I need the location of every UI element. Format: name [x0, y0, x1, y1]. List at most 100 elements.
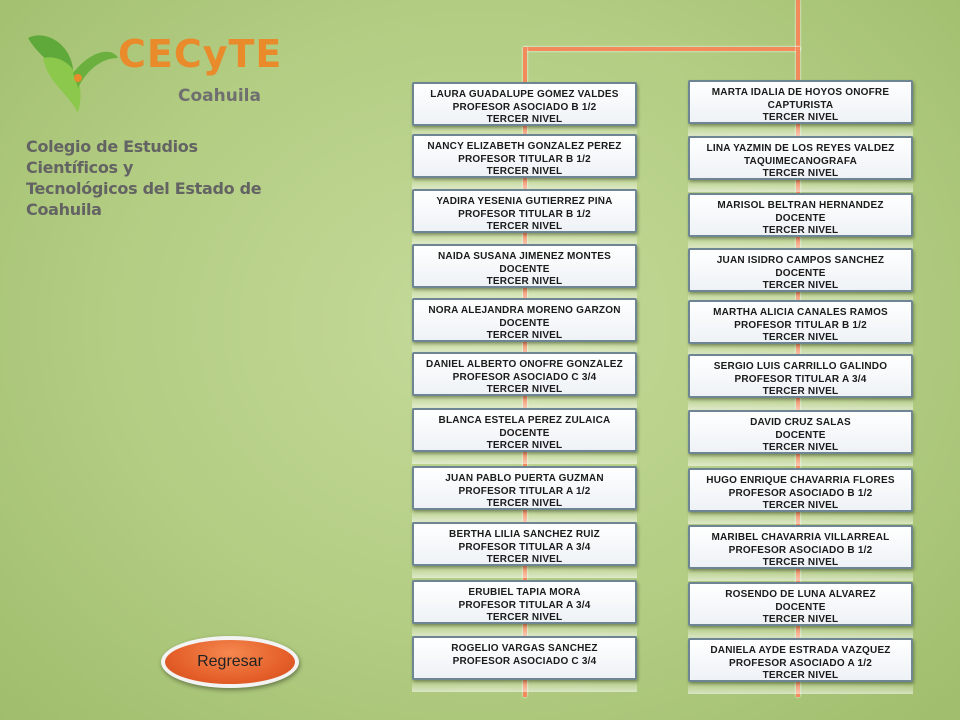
staff-level: TERCER NIVEL	[762, 670, 839, 681]
main-connector-vertical	[796, 0, 800, 50]
card-reflection	[688, 180, 913, 192]
staff-name: BLANCA ESTELA PÉREZ ZULAICA	[438, 415, 611, 426]
staff-level: TERCER NIVEL	[486, 114, 563, 125]
staff-title: DOCENTE	[499, 317, 550, 329]
staff-name: ERUBIEL TAPIA MORA	[468, 587, 581, 598]
staff-name: DANIELA AYDE ESTRADA VÁZQUEZ	[710, 645, 891, 656]
staff-name: MARISOL BELTRAN HERNÁNDEZ	[717, 200, 884, 211]
staff-name: LAURA GUADALUPE GÓMEZ VALDÉS	[430, 89, 619, 100]
card-reflection	[688, 569, 913, 581]
card-reflection	[412, 396, 637, 408]
staff-name: ROSENDO DE LUNA ÁLVAREZ	[725, 589, 876, 600]
staff-level: TERCER NIVEL	[762, 386, 839, 397]
staff-title: PROFESOR ASOCIADO C 3/4	[452, 371, 597, 383]
staff-title: PROFESOR ASOCIADO B 1/2	[728, 544, 873, 556]
staff-title: PROFESOR TITULAR A 1/2	[458, 485, 591, 497]
staff-title: PROFESOR TITULAR B 1/2	[458, 153, 591, 165]
staff-title: DOCENTE	[775, 429, 826, 441]
card-reflection	[688, 682, 913, 694]
card-reflection	[412, 680, 637, 692]
staff-level: TERCER NIVEL	[486, 384, 563, 395]
staff-name: NANCY ELIZABETH GONZÁLEZ PÉREZ	[427, 141, 622, 152]
card-reflection	[688, 626, 913, 638]
staff-title: DOCENTE	[499, 263, 550, 275]
staff-level: TERCER NIVEL	[486, 166, 563, 177]
staff-level: TERCER NIVEL	[486, 276, 563, 287]
staff-title: PROFESOR TITULAR B 1/2	[734, 319, 867, 331]
staff-level: TERCER NIVEL	[486, 330, 563, 341]
staff-level: TERCER NIVEL	[486, 440, 563, 451]
card-reflection	[412, 510, 637, 522]
card-reflection	[688, 454, 913, 466]
staff-title: CAPTURISTA	[767, 99, 834, 111]
staff-title: DOCENTE	[775, 601, 826, 613]
institution-line-2: Tecnológicos del Estado de Coahuila	[26, 179, 262, 219]
staff-name: BERTHA LILIA SÁNCHEZ RUÍZ	[449, 529, 600, 540]
staff-title: PROFESOR ASOCIADO B 1/2	[728, 487, 873, 499]
brand-sub: Coahuila	[178, 86, 261, 106]
staff-name: ROGELIO VARGAS SÁNCHEZ	[451, 643, 598, 654]
card-reflection	[412, 624, 637, 636]
card-reflection	[688, 512, 913, 524]
staff-title: PROFESOR TITULAR A 3/4	[458, 599, 591, 611]
staff-title: DOCENTE	[499, 427, 550, 439]
card-reflection	[412, 452, 637, 464]
main-connector-horizontal	[524, 47, 800, 51]
staff-name: LINA YAZMIN DE LOS REYES VALDEZ	[706, 143, 895, 154]
institution-name: Colegio de Estudios Científicos y Tecnol…	[26, 136, 271, 220]
staff-level: TERCER NIVEL	[486, 612, 563, 623]
cecyte-logo: CECyTE Coahuila Colegio de Estudios Cien…	[18, 28, 281, 219]
staff-level: TERCER NIVEL	[762, 280, 839, 291]
staff-level: TERCER NIVEL	[486, 498, 563, 509]
staff-level: TERCER NIVEL	[762, 112, 839, 123]
staff-name: JUAN ISIDRO CAMPOS SÁNCHEZ	[716, 255, 885, 266]
brand-name: CECyTE	[118, 32, 283, 76]
staff-level: TERCER NIVEL	[762, 557, 839, 568]
staff-title: PROFESOR ASOCIADO B 1/2	[452, 101, 597, 113]
staff-name: DANIEL ALBERTO ONOFRE GONZÁLEZ	[426, 359, 623, 370]
staff-title: DOCENTE	[775, 267, 826, 279]
staff-name: MARTHA ALICIA CANALES RAMOS	[713, 307, 888, 318]
staff-name: MARTA IDALIA DE HOYOS ONOFRE	[711, 87, 890, 98]
staff-title: PROFESOR TITULAR A 3/4	[734, 373, 867, 385]
card-reflection	[412, 566, 637, 578]
staff-title: DOCENTE	[775, 212, 826, 224]
staff-title: PROFESOR ASOCIADO A 1/2	[729, 657, 872, 669]
staff-title: PROFESOR TITULAR A 3/4	[458, 541, 591, 553]
staff-name: JUAN PABLO PUERTA GUZMÁN	[445, 473, 604, 484]
staff-name: MARIBEL CHAVARRÍA VILLARREAL	[711, 532, 890, 543]
staff-title: TAQUIMECANOGRAFA	[743, 155, 857, 167]
card-reflection	[688, 398, 913, 410]
staff-title: PROFESOR TITULAR B 1/2	[458, 208, 591, 220]
staff-level: TERCER NIVEL	[762, 225, 839, 236]
staff-name: HUGO ENRIQUE CHAVARRÍA FLORES	[706, 475, 895, 486]
staff-level: TERCER NIVEL	[762, 500, 839, 511]
staff-level: TERCER NIVEL	[762, 168, 839, 179]
staff-name: SERGIO LUIS CARRILLO GALINDO	[713, 361, 888, 372]
institution-line-1: Colegio de Estudios Científicos y	[26, 137, 198, 177]
staff-level: TERCER NIVEL	[486, 221, 563, 232]
regresar-button[interactable]: Regresar	[161, 636, 299, 688]
staff-name: YADIRA YESENIA GUTIERREZ PIÑA	[436, 196, 613, 207]
